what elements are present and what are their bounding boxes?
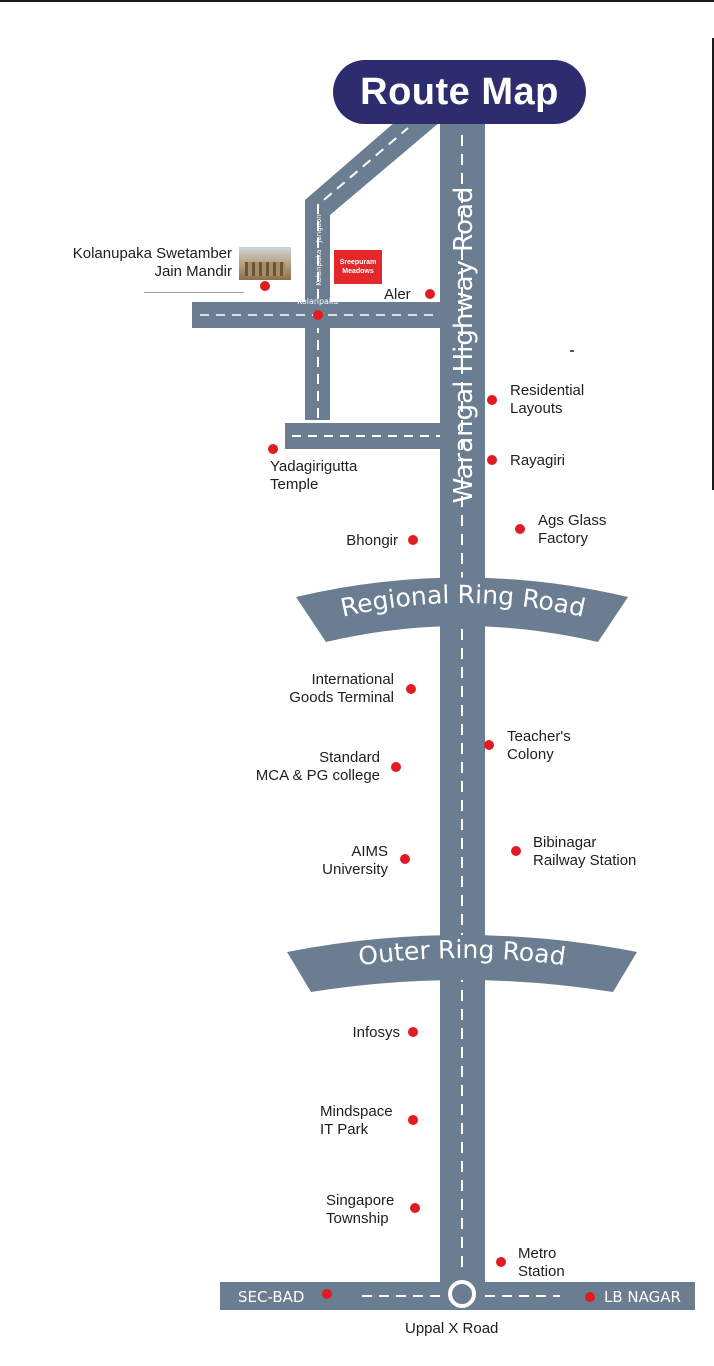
marker-singapore-township[interactable]	[410, 1203, 420, 1213]
jain-mandir-line1: Kolanupaka Swetamber	[72, 245, 232, 262]
marker-aler[interactable]	[425, 289, 435, 299]
sreepuram-meadows-logo: Sreepuram Meadows	[334, 250, 382, 284]
uppal-junction-icon	[448, 1280, 476, 1308]
road-outer-ring	[287, 935, 637, 992]
marker-bhongir[interactable]	[408, 535, 418, 545]
marker-residential-layouts[interactable]	[487, 395, 497, 405]
teachers-line1: Teacher's	[507, 728, 571, 745]
title-text: Route Map	[360, 70, 559, 113]
mca-line1: Standard	[319, 749, 380, 766]
kolanpaka-road-label: Kolanpaka	[297, 297, 338, 306]
marker-international-goods-terminal[interactable]	[406, 684, 416, 694]
mindspace-line1: Mindspace	[320, 1103, 393, 1120]
igt-line2: Goods Terminal	[289, 689, 394, 706]
jain-mandir-photo	[239, 247, 291, 280]
aims-line1: AIMS	[351, 843, 388, 860]
label-bhongir: Bhongir	[346, 532, 398, 549]
warangal-highway-label: Warangal Highway Road	[449, 187, 479, 504]
marker-secbad[interactable]	[322, 1289, 332, 1299]
singapore-line1: Singapore	[326, 1192, 395, 1209]
marker-infosys[interactable]	[408, 1027, 418, 1037]
marker-metro-station[interactable]	[496, 1257, 506, 1267]
road-kolanpaka-jangaon	[305, 122, 440, 420]
marker-kolanpaka[interactable]	[313, 310, 323, 320]
top-border	[0, 0, 714, 2]
marker-mca-pg-college[interactable]	[391, 762, 401, 772]
label-bibinagar-railway-station: Bibinagar Railway Station	[533, 834, 636, 870]
right-border	[712, 38, 714, 490]
ags-line2: Factory	[538, 530, 589, 547]
label-international-goods-terminal: International Goods Terminal	[250, 671, 394, 707]
label-uppal-x-road: Uppal X Road	[405, 1320, 499, 1337]
marker-teachers-colony[interactable]	[484, 740, 494, 750]
marker-lbnagar[interactable]	[585, 1292, 595, 1302]
marker-jain-mandir[interactable]	[260, 281, 270, 291]
mindspace-line2: IT Park	[320, 1121, 369, 1138]
marker-aims-university[interactable]	[400, 854, 410, 864]
label-aims-university: AIMS University	[280, 843, 388, 879]
marker-bibinagar-railway-station[interactable]	[511, 846, 521, 856]
label-mca-pg-college: Standard MCA & PG college	[220, 749, 380, 785]
marker-rayagiri[interactable]	[487, 455, 497, 465]
label-mindspace-it-park: Mindspace IT Park	[320, 1103, 393, 1139]
road-jangaon-centerline	[317, 127, 409, 418]
metro-line1: Metro	[518, 1245, 557, 1262]
ags-line1: Ags Glass	[538, 512, 607, 529]
lbnagar-label: LB NAGAR	[604, 1288, 681, 1306]
stray-mark	[570, 350, 574, 352]
jain-mandir-line2: Jain Mandir	[154, 263, 232, 280]
brand-line1: Sreepuram	[339, 259, 377, 266]
marker-yadagirigutta[interactable]	[268, 444, 278, 454]
label-residential-layouts: Residential Layouts	[510, 382, 584, 418]
yadagiri-line1: Yadagirigutta	[270, 458, 358, 475]
marker-ags-glass-factory[interactable]	[515, 524, 525, 534]
brand-line2: Meadows	[342, 268, 374, 275]
marker-mindspace-it-park[interactable]	[408, 1115, 418, 1125]
label-aler: Aler	[384, 286, 411, 303]
metro-line2: Station	[518, 1263, 565, 1280]
igt-line1: International	[311, 671, 394, 688]
label-singapore-township: Singapore Township	[326, 1192, 394, 1228]
label-yadagirigutta: Yadagirigutta Temple	[270, 458, 357, 494]
bibinagar-line1: Bibinagar	[533, 834, 597, 851]
residential-line2: Layouts	[510, 400, 563, 417]
kolanpaka-jangaon-label: Kolanpaka - Jangaon	[315, 214, 323, 285]
route-map-title: Route Map	[333, 60, 586, 124]
residential-line1: Residential	[510, 382, 585, 399]
label-metro-station: Metro Station	[518, 1245, 565, 1281]
label-teachers-colony: Teacher's Colony	[507, 728, 571, 764]
yadagiri-line2: Temple	[270, 476, 319, 493]
secbad-label: SEC-BAD	[238, 1288, 304, 1306]
teachers-line2: Colony	[507, 746, 554, 763]
label-jain-mandir: Kolanupaka Swetamber Jain Mandir	[40, 245, 232, 281]
label-underline	[144, 292, 244, 293]
label-ags-glass-factory: Ags Glass Factory	[538, 512, 606, 548]
label-rayagiri: Rayagiri	[510, 452, 566, 469]
mca-line2: MCA & PG college	[255, 767, 380, 784]
singapore-line2: Township	[326, 1210, 389, 1227]
bibinagar-line2: Railway Station	[533, 852, 637, 869]
aims-line2: University	[322, 861, 388, 878]
label-infosys: Infosys	[352, 1024, 400, 1041]
road-regional-ring	[296, 577, 628, 642]
